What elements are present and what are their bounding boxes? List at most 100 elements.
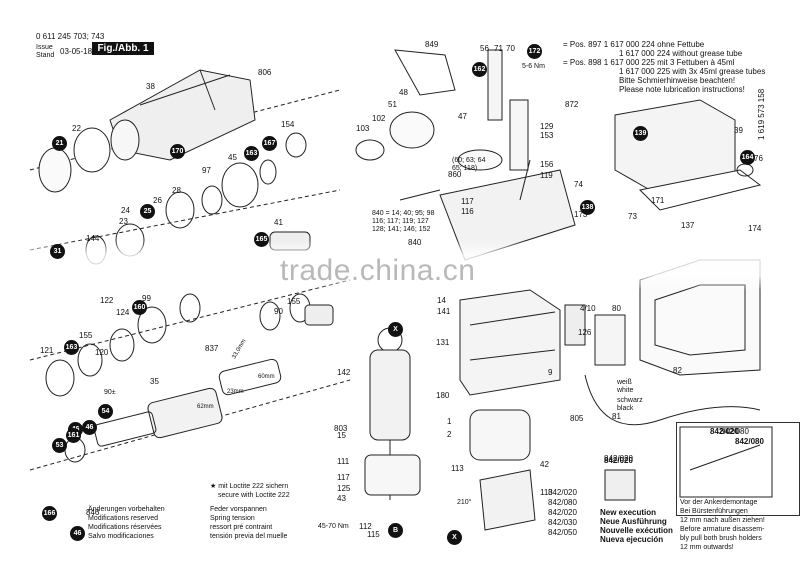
callout-number: 115 [367,530,380,539]
new-exec-legend: New execution Neue Ausführung Nouvelle e… [600,508,673,544]
legend-line: ressort pré contraint [210,524,273,531]
dimension-label: 60mm [258,374,275,380]
issue-date: 03-05-18 [60,47,93,56]
callout-number: 849 [425,40,439,49]
callout-number: 38 [146,82,155,91]
callout-number: 141 [437,307,451,316]
legend-line: Änderungen vorbehalten [88,506,165,513]
callout-number: 1 [447,417,452,426]
pos-note-line: 1 617 000 224 without grease tube [619,49,743,58]
callout-number: 144 [86,234,100,243]
callout-number: 113 [451,464,464,473]
part-group-label: (60; 63; 64 [452,157,486,164]
legend-line: Feder vorspannen [210,506,267,513]
callout-number: 872 [565,100,579,109]
brush-code: 842/080 [735,437,764,446]
legend-line: Salvo modificaciones [88,533,154,540]
pos-note-line: Bitte Schmierhinweise beachten! [619,76,736,85]
wire-label: schwarz [617,397,643,404]
callout-number: 121 [40,346,54,355]
callout-number: 82 [673,366,682,375]
watermark-text: trade.china.cn [280,254,476,287]
callout-number: 180 [436,391,450,400]
callout-number: 48 [399,88,408,97]
callout-number: 80 [612,304,621,313]
callout-number: 155 [287,297,301,306]
callout-number: 45 [228,153,237,162]
callout-number: 24 [121,206,130,215]
callout-number: 103 [356,124,370,133]
callout-number: 42 [540,460,549,469]
callout-number: 116 [461,207,474,216]
callout-number: 74 [574,180,583,189]
callout-number: 23 [119,217,128,226]
callout-number: 171 [651,196,665,205]
callout-number: 4/10 [580,304,596,313]
legend-line: Vor der Ankerdemontage [680,499,758,506]
callout-number: 846 [86,508,100,517]
callout-filled: 166 [42,506,57,521]
callout-number: 840 [408,238,422,247]
callout-filled: 54 [98,404,113,419]
callout-filled: 139 [633,126,648,141]
callout-filled: 53 [52,438,67,453]
callout-number: 131 [436,338,450,347]
callout-number: 174 [748,224,762,233]
callout-number: 117 [461,197,474,206]
legend-line: Bei Bürstenführungen [680,508,748,515]
legend-line: tensión previa del muelle [210,533,288,540]
callout-number: 173 [574,210,588,219]
callout-filled: X [447,530,462,545]
torque-label: 5-6 Nm [522,63,545,70]
part-group-label: 65; 118) [452,165,478,172]
legend-line: Spring tension [210,515,255,522]
torque-label: 45-70 Nm [318,523,349,530]
watermark-band [0,240,800,290]
callout-number: 126 [578,328,592,337]
callout-number: 117 [337,473,350,482]
callout-number: 22 [72,124,81,133]
torque-label: 210° [457,499,472,506]
callout-number: 155 [79,331,93,340]
issue-label: Issue [36,44,53,51]
brush-note-text: Vor der Ankerdemontage Bei Bürstenführun… [680,498,765,552]
callout-number: 113 [540,488,553,497]
callout-number: 842/020 [548,508,577,517]
callout-number: 97 [202,166,211,175]
callout-number: 76 [754,154,763,163]
callout-filled: 163 [64,340,79,355]
legend-line: New execution [600,508,657,517]
figure-label: Fig./Abb. 1 [92,42,154,55]
callout-number: 142 [337,368,351,377]
callout-number: 41 [274,218,283,227]
callout-filled: 161 [66,428,81,443]
pos-note-line: 1 617 000 225 with 3x 45ml grease tubes [619,67,766,76]
part-group-label: 116; 117; 119; 127 [372,218,429,225]
new-exec-code: 842/020 [604,456,633,465]
wire-label: black [617,405,634,412]
callout-number: 51 [388,100,397,109]
callout-filled: 160 [132,300,147,315]
legend-line: secure with Loctite 222 [218,492,290,499]
callout-filled: B [388,523,403,538]
legend-spring: Feder vorspannen Spring tension ressort … [210,505,287,541]
callout-filled: 46 [70,526,85,541]
legend-line: 12 mm outwards! [680,544,734,551]
callout-number: 842/020 [604,454,633,463]
callout-filled: 31 [50,244,65,259]
callout-number: 842/080 [720,427,749,436]
callout-number: 39 [734,126,743,135]
callout-number: 9 [548,368,553,377]
legend-line: Nueva ejecución [600,535,664,544]
callout-number: 2 [447,430,452,439]
callout-number: 35 [150,377,159,386]
wire-label: white [617,387,634,394]
callout-number: 803 [334,424,348,433]
callout-number: 14 [437,296,446,305]
callout-number: 124 [116,308,130,317]
callout-number: 119 [540,171,553,180]
callout-filled: 163 [244,146,259,161]
doc-number: 0 611 245 703; 743 [36,32,105,41]
callout-filled: X [388,322,403,337]
callout-filled: 172 [527,44,542,59]
